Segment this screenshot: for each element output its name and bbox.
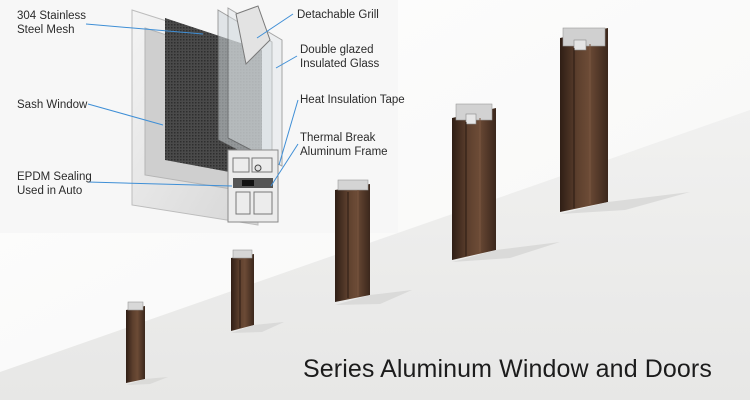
label-line: Thermal Break — [300, 132, 376, 144]
label-line: 304 Stainless — [17, 10, 87, 22]
label-double-glazed-glass: Double glazed Insulated Glass — [300, 43, 379, 71]
profile-5 — [560, 27, 690, 214]
profile-1 — [126, 301, 168, 385]
window-section-panel — [0, 0, 398, 233]
label-heat-insulation-tape: Heat Insulation Tape — [300, 94, 405, 106]
label-line: EPDM Sealing — [17, 171, 92, 183]
page-caption: Series Aluminum Window and Doors — [303, 355, 712, 383]
profile-4 — [452, 103, 560, 262]
detachable-grill — [235, 5, 271, 66]
aluminum-profiles — [126, 27, 690, 385]
label-epdm-sealing: EPDM Sealing Used in Auto — [17, 170, 92, 198]
leader-lines — [85, 13, 299, 187]
label-thermal-break-frame: Thermal Break Aluminum Frame — [300, 131, 388, 159]
label-line: Used in Auto — [17, 185, 83, 197]
heat-insulation-tape — [242, 180, 254, 186]
label-line: Insulated Glass — [300, 58, 380, 70]
label-sash-window: Sash Window — [17, 99, 88, 111]
label-detachable-grill: Detachable Grill — [297, 9, 379, 21]
label-stainless-mesh: 304 Stainless Steel Mesh — [17, 9, 86, 37]
label-line: Aluminum Frame — [300, 146, 388, 158]
label-line: Double glazed — [300, 44, 374, 56]
profile-2 — [231, 249, 284, 333]
label-line: Steel Mesh — [17, 24, 75, 36]
profile-3 — [335, 179, 412, 305]
